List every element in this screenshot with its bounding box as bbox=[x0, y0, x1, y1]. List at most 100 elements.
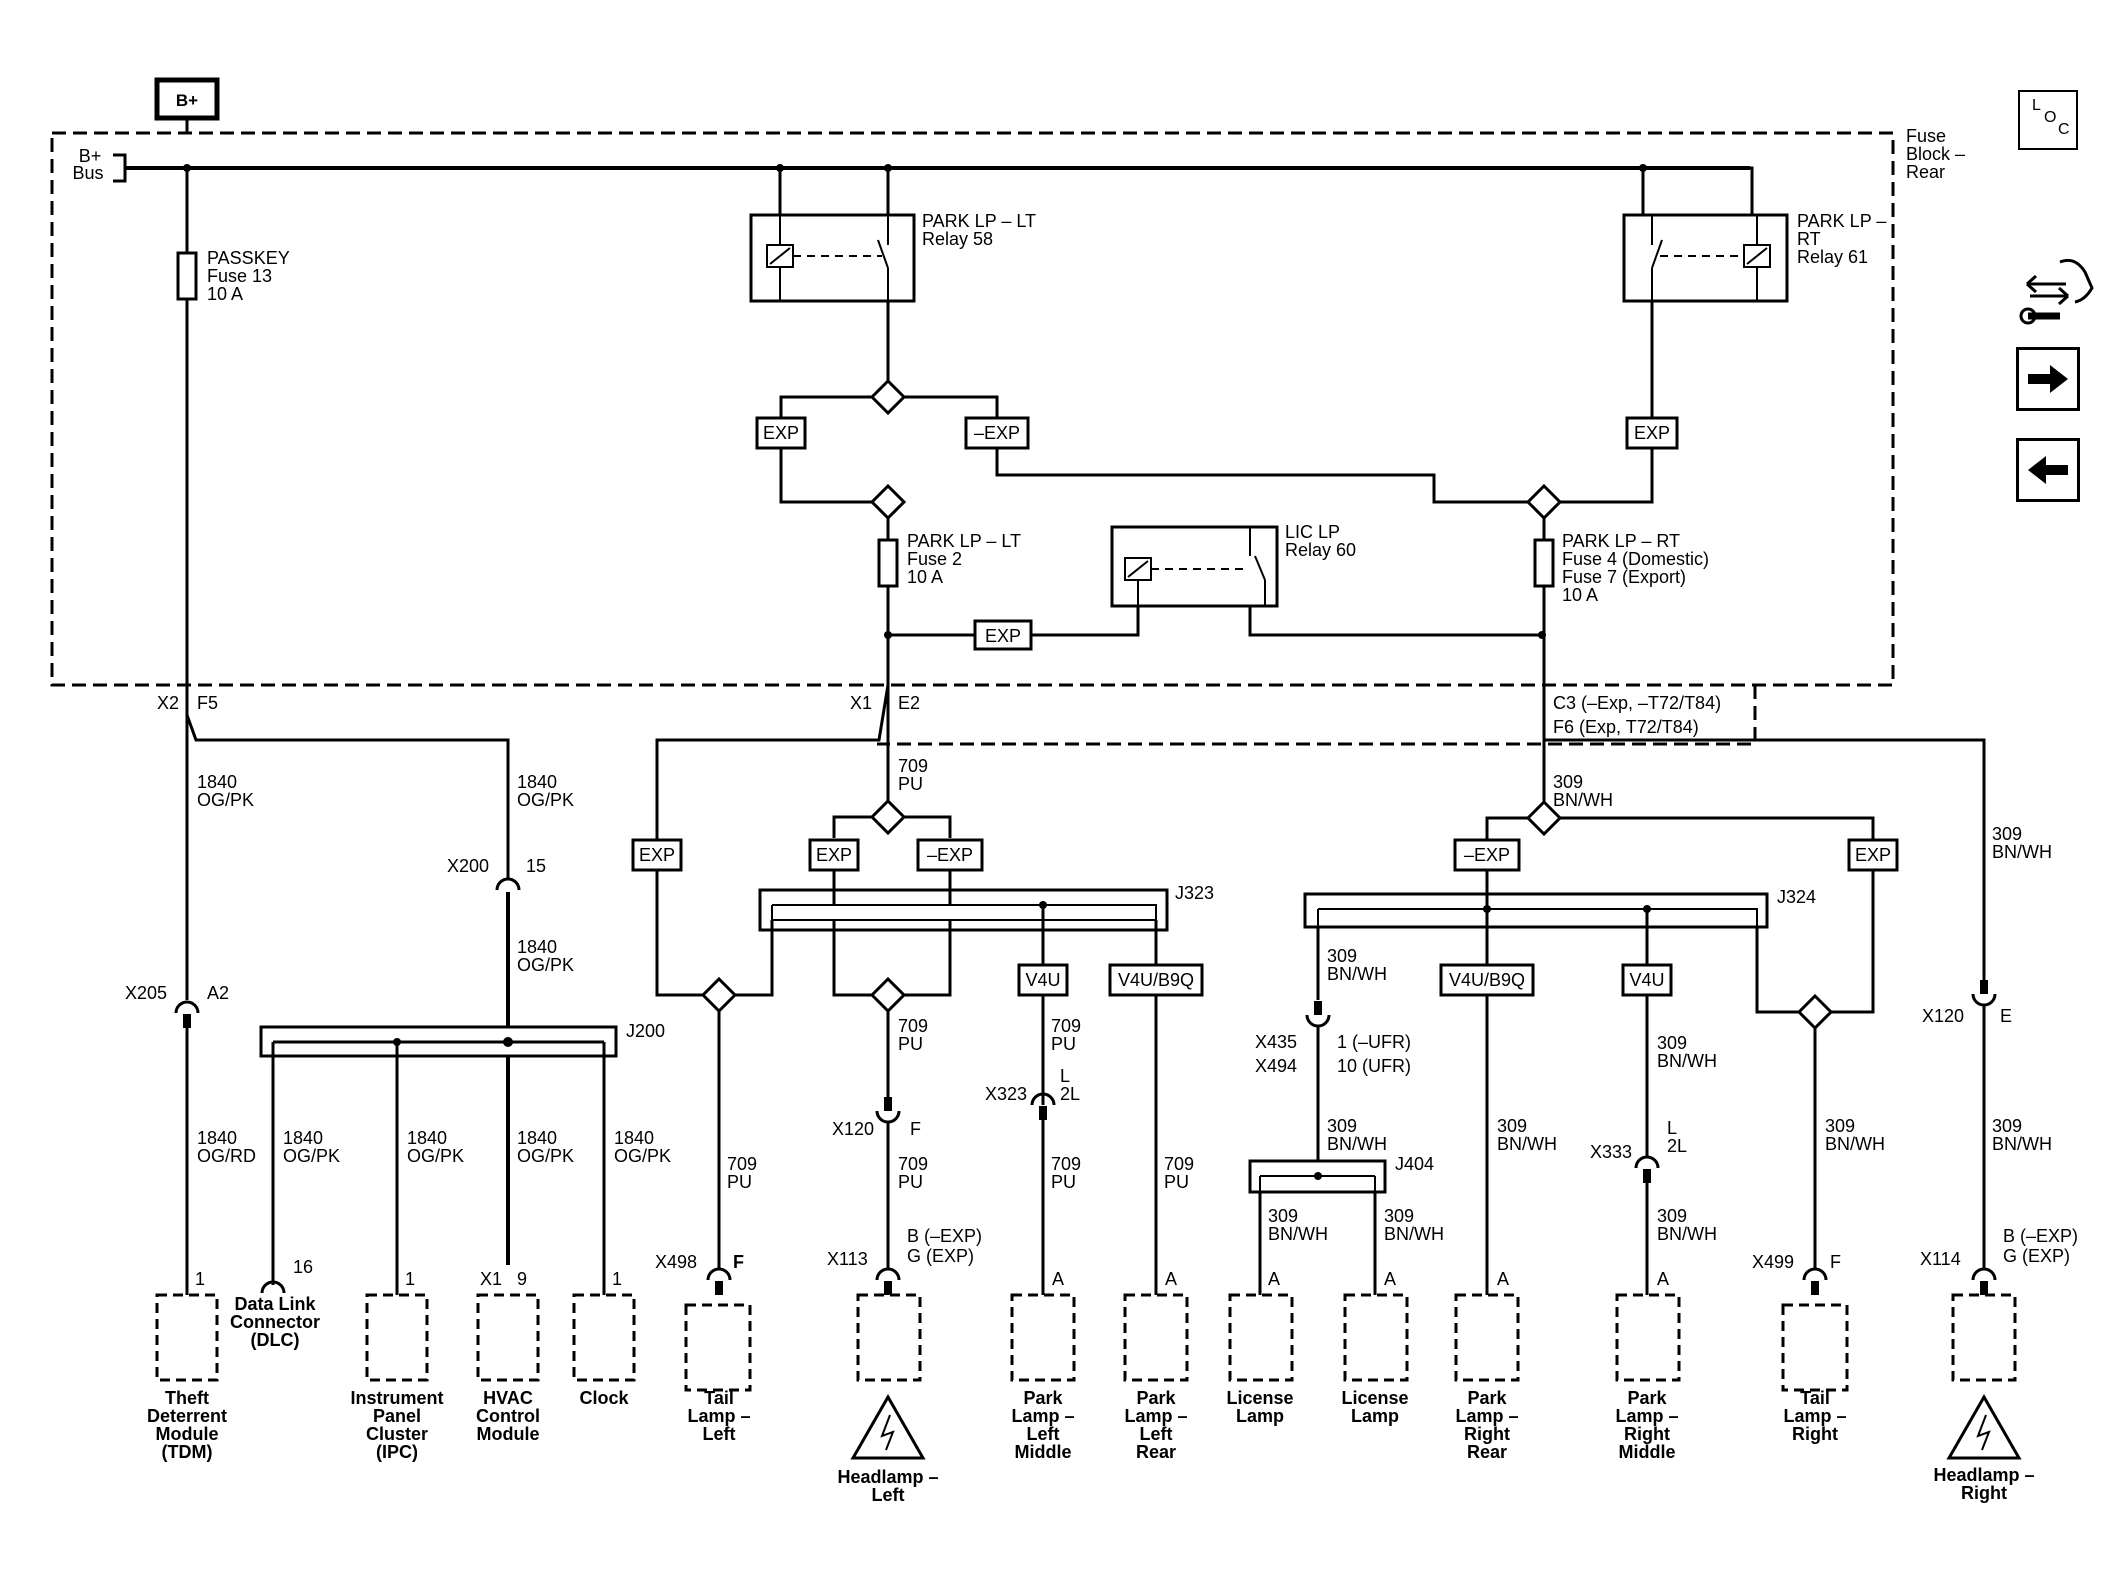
pin-hvac-x1: X1 bbox=[480, 1269, 502, 1289]
w709-d: 709 bbox=[898, 1154, 928, 1174]
prev-page-button[interactable] bbox=[2016, 438, 2080, 502]
w1840-e: 1840 bbox=[283, 1128, 323, 1148]
wiring-tool-icon[interactable] bbox=[2019, 258, 2094, 325]
hvac-module[interactable] bbox=[476, 1293, 540, 1382]
v4u-tag-r-label: V4U bbox=[1629, 970, 1664, 990]
w309-k: 309 bbox=[1992, 1116, 2022, 1136]
conn-x499: X499 bbox=[1752, 1252, 1794, 1272]
w1840-h: 1840 bbox=[614, 1128, 654, 1148]
park-lamp-left-rear[interactable] bbox=[1123, 1293, 1189, 1382]
headlamp-right-connector[interactable] bbox=[1951, 1293, 2017, 1382]
park-lamp-right-rear[interactable] bbox=[1454, 1293, 1520, 1382]
loc-letter-l: L bbox=[2032, 97, 2041, 114]
w309-i: 309 bbox=[1657, 1206, 1687, 1226]
park-lr-label-4: Rear bbox=[1136, 1442, 1176, 1462]
tdm-label-3: Module bbox=[156, 1424, 219, 1444]
wpu-b: PU bbox=[727, 1172, 752, 1192]
conn-j200: J200 bbox=[626, 1021, 665, 1041]
nexp-tag-3-label: –EXP bbox=[1464, 845, 1510, 865]
park-lm-label-2: Lamp – bbox=[1011, 1406, 1074, 1426]
lic1-label-1: License bbox=[1226, 1388, 1293, 1408]
exp-tag-1-label: EXP bbox=[763, 423, 799, 443]
next-page-button[interactable] bbox=[2016, 347, 2080, 411]
license-lamp-1[interactable] bbox=[1228, 1293, 1294, 1382]
j324-splice bbox=[1303, 892, 1769, 929]
v4ub9q-tag-l-label: V4U/B9Q bbox=[1118, 970, 1194, 990]
wogpk-b: OG/PK bbox=[517, 790, 574, 810]
j323-splice bbox=[758, 888, 1169, 932]
exp-tag-lic bbox=[973, 619, 1033, 651]
exp-tag-3-label: EXP bbox=[816, 845, 852, 865]
license-lamp-2[interactable] bbox=[1343, 1293, 1409, 1382]
loc-letter-c: C bbox=[2058, 121, 2070, 138]
park-lamp-right-middle[interactable] bbox=[1615, 1293, 1681, 1382]
headlamp-left-warning-icon[interactable] bbox=[850, 1393, 926, 1460]
park-rr-label-3: Right bbox=[1464, 1424, 1510, 1444]
relay-61[interactable] bbox=[1622, 213, 1789, 303]
wbnwh-g: BN/WH bbox=[1497, 1134, 1557, 1154]
pin-park-rr: A bbox=[1497, 1269, 1509, 1289]
arrow-right-icon bbox=[2028, 365, 2068, 393]
conn-x200-pin: 15 bbox=[526, 856, 546, 876]
w309-f: 309 bbox=[1384, 1206, 1414, 1226]
pin-ipc: 1 bbox=[405, 1269, 415, 1289]
hvac-label-2: Control bbox=[476, 1406, 540, 1426]
park-lr-label-3: Left bbox=[1140, 1424, 1173, 1444]
wbnwh-i: BN/WH bbox=[1657, 1224, 1717, 1244]
fuse2-l3: 10 A bbox=[907, 567, 943, 587]
wbnwh-f: BN/WH bbox=[1384, 1224, 1444, 1244]
park-lamp-left-middle[interactable] bbox=[1010, 1293, 1076, 1382]
conn-x333-p2: 2L bbox=[1667, 1136, 1687, 1156]
tail-lamp-right[interactable] bbox=[1781, 1303, 1849, 1392]
loc-letter-o: O bbox=[2044, 109, 2057, 126]
conn-x113-p2: G (EXP) bbox=[907, 1246, 974, 1266]
tdm-module[interactable] bbox=[155, 1293, 219, 1382]
w1840-g: 1840 bbox=[517, 1128, 557, 1148]
v4u-tag-l bbox=[1017, 963, 1069, 997]
conn-x113: X113 bbox=[827, 1249, 868, 1269]
w309-h: 309 bbox=[1657, 1033, 1687, 1053]
fuse2-l1: PARK LP – LT bbox=[907, 531, 1021, 551]
relay60-l1: LIC LP bbox=[1285, 522, 1340, 542]
w309-j: 309 bbox=[1825, 1116, 1855, 1136]
wbnwh-d: BN/WH bbox=[1327, 1134, 1387, 1154]
tail-l-label-3: Left bbox=[703, 1424, 736, 1444]
bplus-label: B+ bbox=[176, 91, 198, 110]
location-button[interactable]: L O C bbox=[2018, 90, 2078, 150]
relay58-l1: PARK LP – LT bbox=[922, 211, 1036, 231]
w309-e: 309 bbox=[1268, 1206, 1298, 1226]
w709-b: 709 bbox=[727, 1154, 757, 1174]
conn-x499-pin: F bbox=[1830, 1252, 1841, 1272]
conn-x113-p1: B (–EXP) bbox=[907, 1226, 982, 1246]
ipc-label-4: (IPC) bbox=[376, 1442, 418, 1462]
conn-x333: X333 bbox=[1590, 1142, 1632, 1162]
headlamp-left-connector[interactable] bbox=[856, 1293, 922, 1382]
conn-x114: X114 bbox=[1920, 1249, 1961, 1269]
headlamp-right-warning-icon[interactable] bbox=[1946, 1393, 2022, 1460]
fuse4-l1: PARK LP – RT bbox=[1562, 531, 1680, 551]
w309-a: 309 bbox=[1553, 772, 1583, 792]
ipc-label-1: Instrument bbox=[350, 1388, 443, 1408]
exp-tag-2-label: EXP bbox=[639, 845, 675, 865]
wpu-c: PU bbox=[898, 1034, 923, 1054]
pin-lic2: A bbox=[1384, 1269, 1396, 1289]
relay-58[interactable] bbox=[749, 213, 916, 303]
tail-lamp-left[interactable] bbox=[684, 1303, 752, 1392]
wbnwh-j: BN/WH bbox=[1825, 1134, 1885, 1154]
park-rr-label-1: Park bbox=[1467, 1388, 1507, 1408]
tail-r-label-3: Right bbox=[1792, 1424, 1838, 1444]
fuse-block-label-1: Fuse bbox=[1906, 126, 1946, 146]
ipc-module[interactable] bbox=[365, 1293, 429, 1382]
clock-module[interactable] bbox=[572, 1293, 636, 1382]
x200-connector bbox=[495, 877, 521, 891]
relay-60[interactable] bbox=[1110, 525, 1279, 608]
v4u-tag-l-label: V4U bbox=[1025, 970, 1060, 990]
conn-x333-p1: L bbox=[1667, 1118, 1677, 1138]
conn-j323: J323 bbox=[1175, 883, 1214, 903]
passkey-fuse bbox=[176, 251, 198, 301]
park-rr-label-2: Lamp – bbox=[1455, 1406, 1518, 1426]
head-l-label-2: Left bbox=[872, 1485, 905, 1505]
w709-f: 709 bbox=[1051, 1154, 1081, 1174]
w1840-b: 1840 bbox=[517, 772, 557, 792]
